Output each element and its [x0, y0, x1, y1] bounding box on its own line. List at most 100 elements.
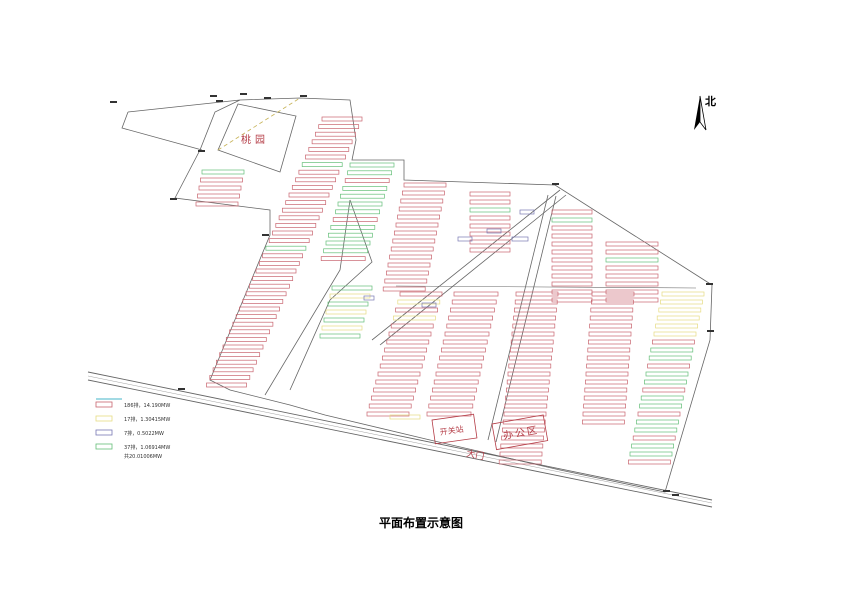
panel-row	[201, 169, 245, 175]
panel-row	[640, 395, 684, 401]
left-boundary-stub	[121, 111, 203, 151]
panel-row	[661, 291, 705, 297]
panel-row	[584, 387, 628, 393]
panel-row	[639, 403, 682, 409]
panel-row	[393, 315, 436, 321]
panel-row	[505, 395, 548, 401]
panel-row	[325, 309, 367, 315]
panel-row	[605, 249, 659, 255]
dashed-line	[217, 97, 301, 151]
panel-row	[282, 207, 323, 213]
panel-row	[229, 329, 270, 335]
panel-row	[219, 352, 261, 357]
site-boundary	[127, 97, 713, 493]
panel-row	[301, 162, 343, 167]
panel-row	[368, 403, 412, 409]
panel-row	[275, 223, 317, 228]
panel-row	[586, 363, 629, 369]
panel-row	[453, 291, 499, 297]
panel-row	[245, 291, 287, 297]
panel-row	[591, 291, 635, 297]
panel-row	[200, 177, 243, 183]
boundary-markers	[110, 93, 714, 496]
panel-row	[321, 116, 363, 122]
panel-row	[195, 201, 239, 207]
panel-row	[375, 379, 419, 385]
peach-garden-boundary	[217, 103, 297, 173]
marker	[178, 388, 185, 390]
panel-row	[590, 307, 634, 313]
panel-row	[509, 355, 552, 361]
panel-row	[432, 387, 477, 393]
panel-row	[658, 307, 702, 313]
marker	[210, 95, 217, 97]
panel-row	[389, 414, 421, 420]
panel-row	[551, 273, 593, 279]
panel-row	[551, 225, 593, 231]
panel-row	[451, 299, 497, 305]
panel-row	[508, 363, 552, 369]
panel-row	[340, 193, 385, 199]
panel-row	[591, 299, 634, 305]
panel-row	[469, 239, 511, 245]
panel-row	[323, 317, 365, 323]
panel-row	[262, 253, 303, 259]
panel-row	[397, 214, 440, 220]
panel-row	[589, 315, 633, 321]
panel-row	[272, 230, 313, 236]
switch-station: 开关站	[431, 413, 478, 445]
panel-row	[225, 337, 267, 342]
panel-row	[373, 387, 416, 393]
panel-row	[507, 371, 551, 377]
switch-station-label: 开关站	[439, 424, 464, 437]
north-label: 北	[705, 94, 716, 108]
panel-row	[388, 331, 432, 337]
panel-row	[486, 228, 502, 234]
marker	[706, 283, 713, 285]
switch-station-box	[431, 413, 478, 445]
panel-row	[402, 190, 445, 196]
panel-row	[551, 209, 593, 215]
panel-row	[278, 215, 320, 221]
panel-row	[349, 162, 395, 168]
panel-row	[392, 238, 436, 244]
panel-row	[469, 199, 511, 205]
panel-row	[258, 261, 300, 266]
panel-row	[653, 331, 697, 337]
panel-row	[397, 299, 441, 305]
main-road-centre	[87, 375, 713, 504]
panel-row	[318, 124, 360, 129]
panel-row	[551, 249, 593, 255]
panel-row	[209, 375, 251, 380]
panel-row	[551, 241, 593, 247]
panel-row	[628, 459, 671, 465]
panel-row	[503, 411, 547, 417]
marker	[198, 150, 205, 152]
panel-row	[421, 302, 437, 308]
legend-swatch	[95, 429, 113, 436]
panel-row	[320, 256, 366, 261]
panel-row	[551, 217, 593, 223]
panel-row	[469, 231, 511, 237]
panel-row	[442, 339, 488, 345]
panel-row	[390, 246, 434, 252]
panel-row	[198, 185, 242, 191]
panel-row	[636, 419, 679, 425]
panel-row	[469, 223, 511, 229]
panel-row	[384, 278, 428, 284]
panel-row	[500, 443, 544, 449]
panel-row	[551, 281, 593, 287]
diagonal-road-c	[487, 194, 549, 441]
panel-row	[551, 265, 593, 271]
panel-row	[371, 395, 414, 401]
north-arrow-head-right	[699, 95, 707, 131]
panel-row	[428, 403, 474, 409]
panel-row	[511, 236, 529, 242]
legend-text: 7排，0.5022MW	[124, 430, 164, 437]
panel-row	[469, 215, 511, 221]
panel-row	[634, 427, 678, 433]
panel-row	[330, 225, 376, 230]
panel-row	[232, 321, 274, 327]
panel-row	[439, 355, 484, 361]
